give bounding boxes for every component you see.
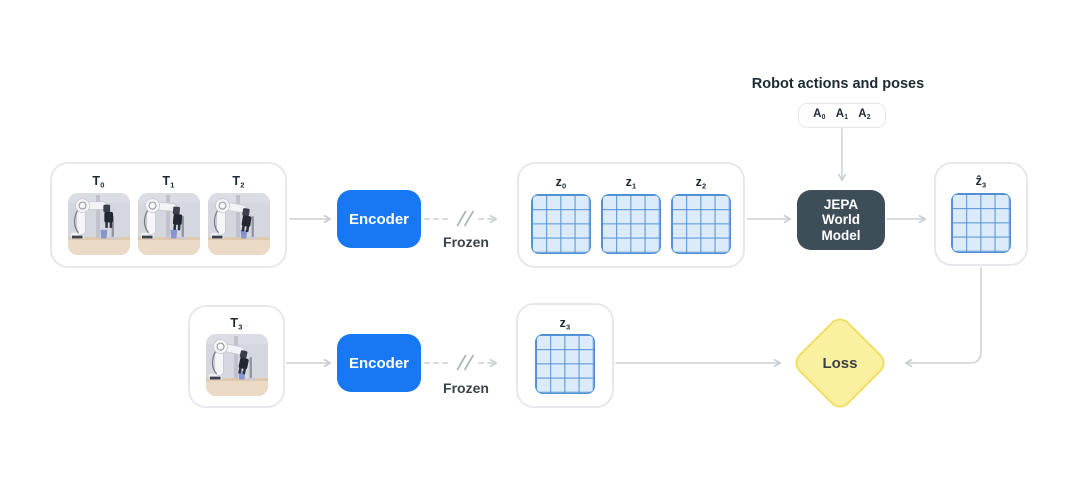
latent-figure: z0: [531, 176, 591, 254]
frame-figure: T2: [207, 174, 270, 255]
frozen-break-icon: [456, 210, 467, 227]
arrow-prediction-to-loss: [906, 267, 982, 363]
frozen-break-icon: [464, 354, 474, 371]
jepa-world-model-block: JEPA World Model: [797, 190, 885, 250]
robot-frame-image: [137, 192, 200, 255]
actions-title: Robot actions and poses: [751, 76, 925, 92]
frame-label: T2: [232, 174, 245, 190]
latent-figure: z3: [535, 315, 595, 395]
latent-grid: [531, 193, 591, 254]
encoder-block-bottom: Encoder: [337, 334, 421, 392]
frame-label: T0: [92, 174, 105, 190]
robot-arm-photo: [207, 192, 270, 255]
frame-figure: T0: [67, 174, 130, 255]
latent-label: z0: [555, 175, 567, 191]
latent-grid: [671, 193, 731, 254]
robot-arm-photo: [205, 334, 268, 397]
loss-label: Loss: [822, 354, 858, 372]
frozen-break-icon: [456, 354, 467, 371]
frame-label: T1: [162, 174, 175, 190]
latent-grid: [535, 334, 595, 395]
latent-label: z1: [625, 175, 637, 191]
world-model-line: JEPA: [823, 197, 859, 213]
target-latent-panel: z3: [516, 303, 614, 408]
action-label: A2: [858, 108, 871, 122]
latent-label: z3: [559, 315, 571, 331]
world-model-line: Model: [821, 227, 861, 243]
prediction-figure: ẑ3: [951, 175, 1011, 253]
prediction-panel: ẑ3: [934, 162, 1028, 266]
robot-frame-image: [207, 192, 270, 255]
prediction-label: ẑ3: [975, 174, 987, 190]
robot-frame-image: [205, 334, 268, 397]
world-model-line: World: [822, 212, 860, 228]
latents-panel: z0 z1 z2: [517, 162, 745, 268]
encoder-label: Encoder: [348, 210, 409, 228]
frame-figure: T3: [205, 315, 268, 397]
frozen-label-bottom: Frozen: [443, 380, 489, 396]
frame-label: T3: [230, 315, 243, 331]
frozen-label-top: Frozen: [443, 234, 489, 250]
latent-figure: z1: [601, 176, 661, 254]
frozen-break-icon: [464, 210, 474, 227]
actions-pill: A0 A1 A2: [798, 103, 886, 128]
latent-label: z2: [695, 175, 707, 191]
robot-frame-image: [67, 192, 130, 255]
action-label: A1: [835, 108, 849, 122]
target-frame-panel: T3: [188, 305, 285, 408]
context-frames-panel: T0 T1: [50, 162, 287, 268]
prediction-grid: [951, 192, 1011, 253]
frame-figure: T1: [137, 174, 200, 255]
latent-figure: z2: [671, 176, 731, 254]
action-label: A0: [813, 108, 826, 122]
robot-arm-photo: [67, 192, 130, 255]
loss-diamond: Loss: [790, 313, 890, 413]
latent-grid: [601, 193, 661, 254]
encoder-block-top: Encoder: [337, 190, 421, 248]
robot-arm-photo: [137, 192, 200, 255]
encoder-label: Encoder: [348, 354, 409, 372]
